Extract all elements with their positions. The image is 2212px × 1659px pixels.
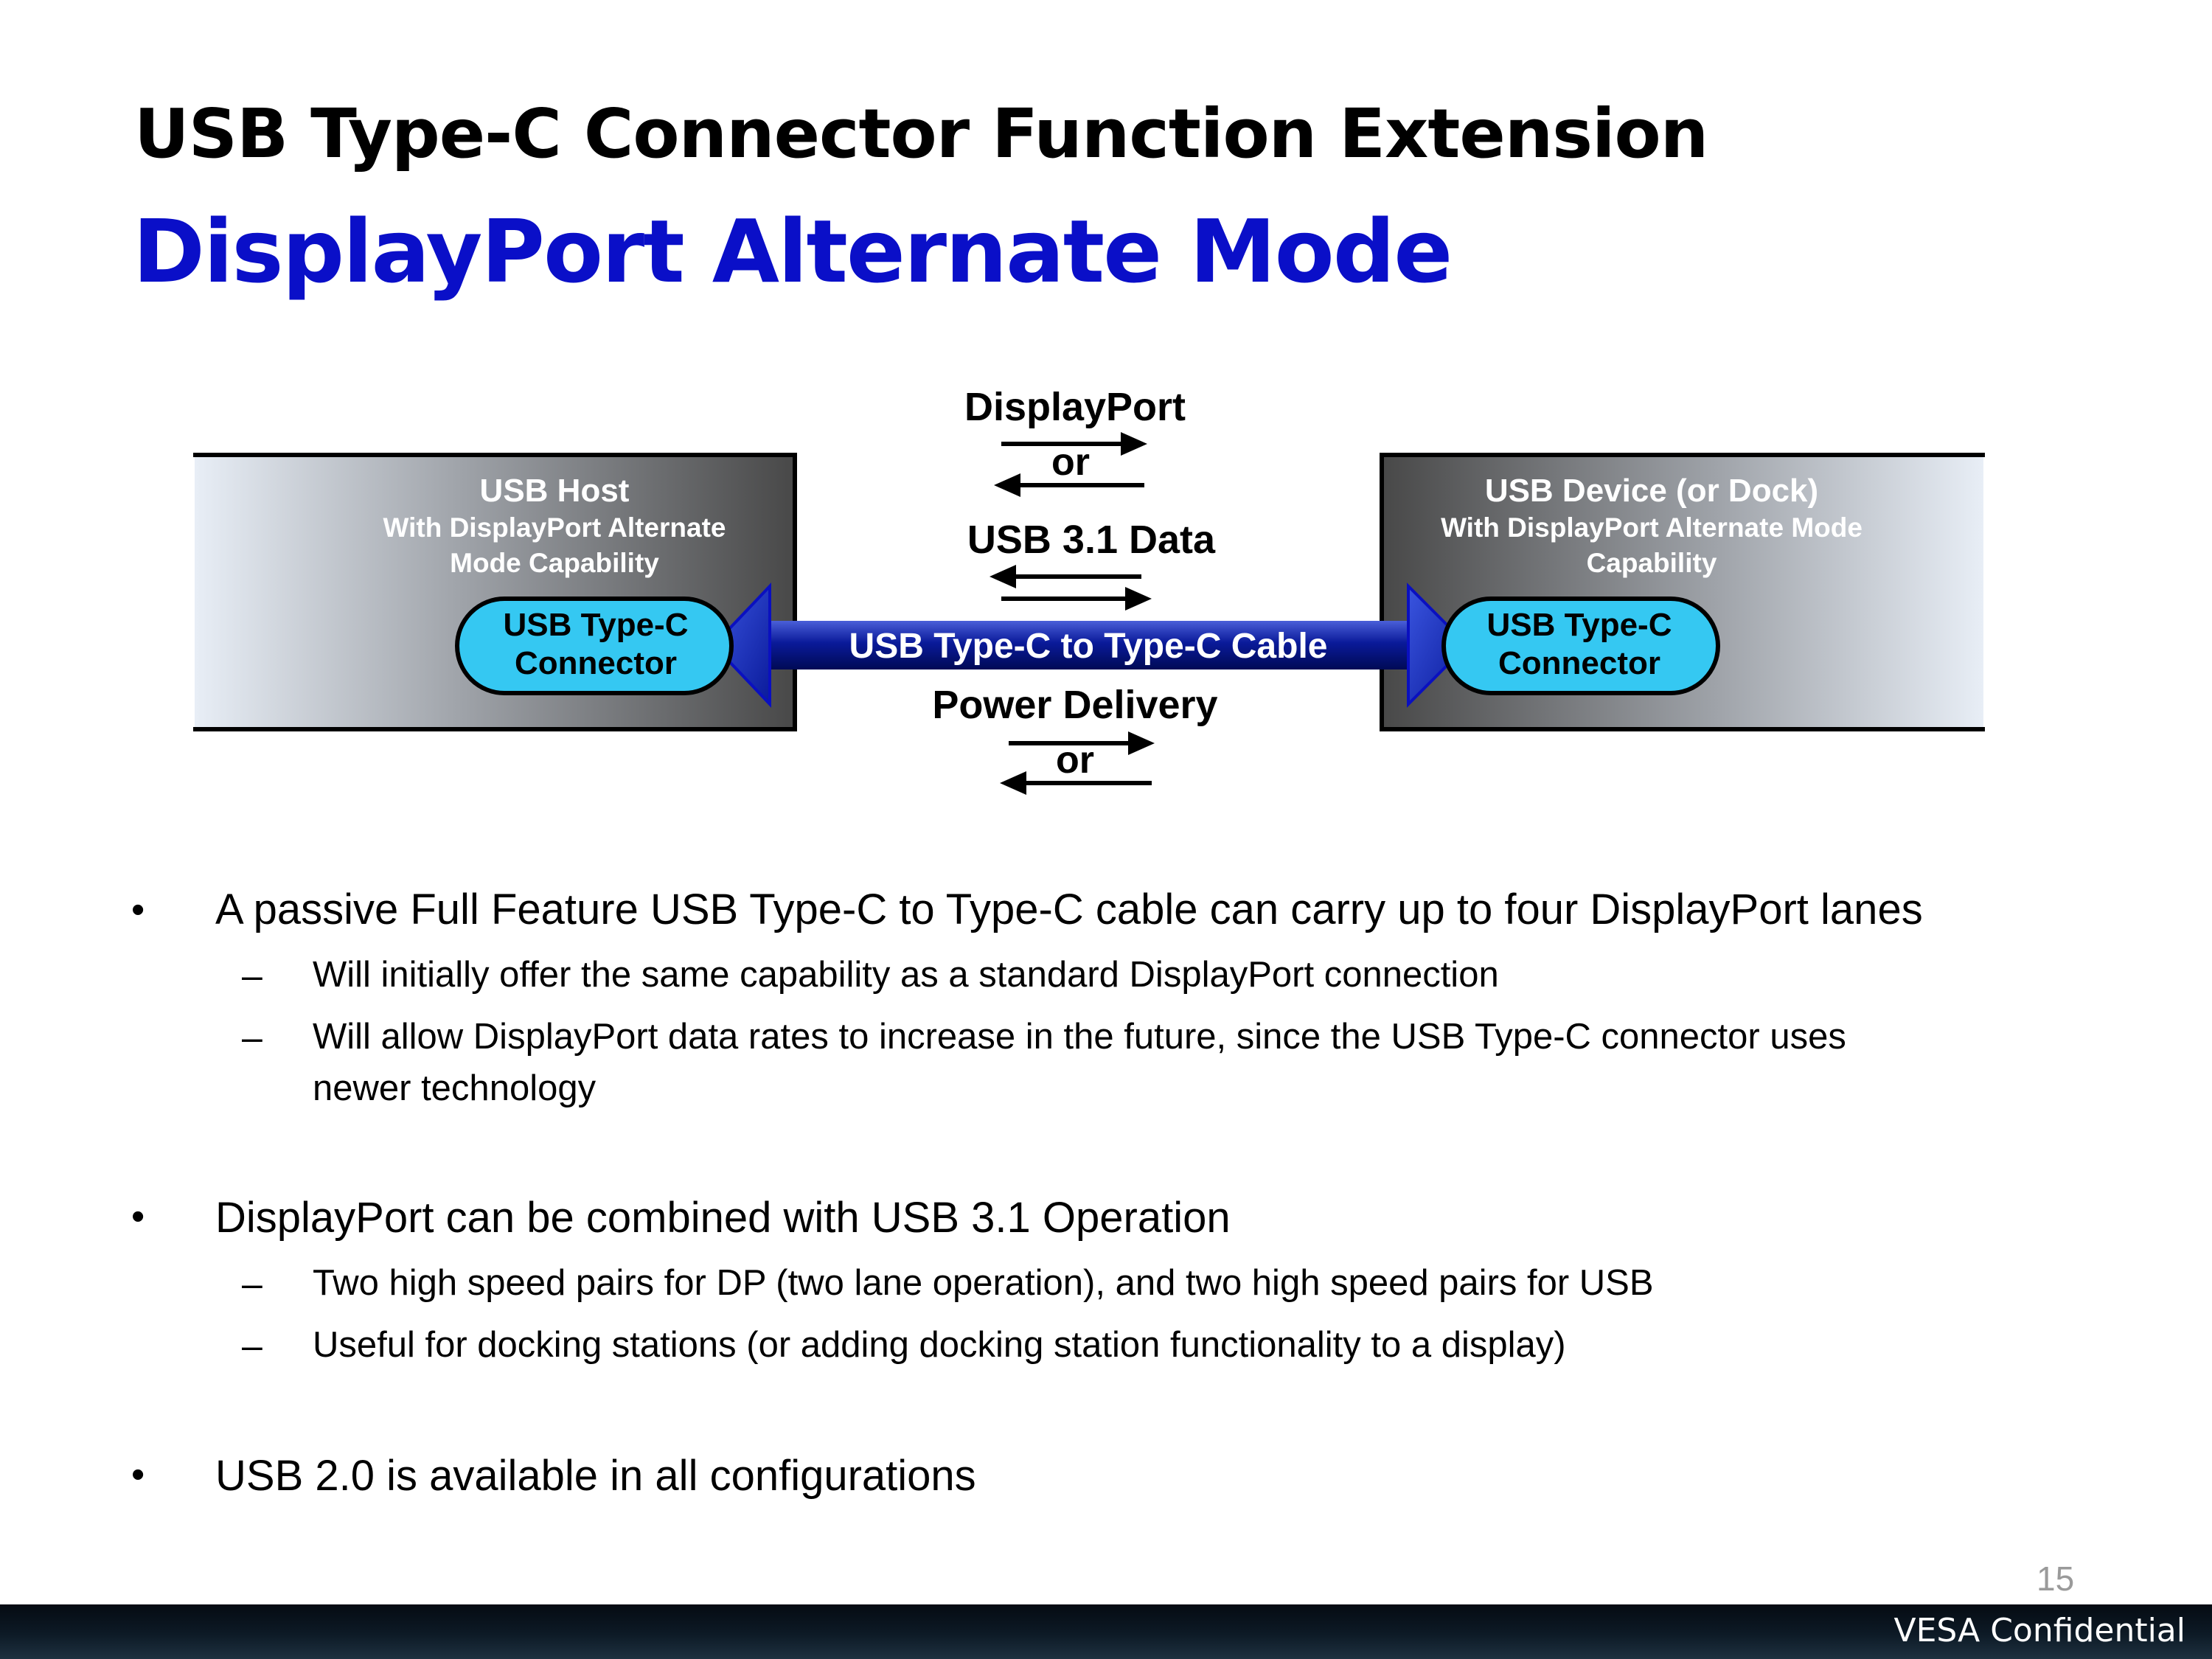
device-connector-line2: Connector — [1498, 645, 1660, 681]
cable-arrowhead-right — [1407, 582, 1470, 708]
host-connector-line1: USB Type-C — [504, 607, 689, 643]
cable-arrowhead-left — [712, 582, 771, 709]
cable-shaft — [767, 621, 1423, 669]
sub-bullet-marker: – — [242, 1325, 262, 1366]
page-number: 15 — [2037, 1559, 2075, 1598]
sub-bullet-marker: – — [242, 1263, 262, 1304]
cable-label: USB Type-C to Type-C Cable — [849, 627, 1328, 666]
usb31-arrows — [990, 565, 1152, 611]
usb31-label: USB 3.1 Data — [967, 518, 1216, 562]
host-connector — [455, 597, 734, 695]
bottom-or-label: or — [1056, 739, 1094, 782]
bullet-3-text: USB 2.0 is available in all configuratio… — [215, 1452, 976, 1500]
host-line2: Mode Capability — [450, 548, 659, 578]
host-connector-line2: Connector — [515, 645, 677, 681]
bullet-1-text: A passive Full Feature USB Type-C to Typ… — [215, 886, 1923, 933]
connection-diagram: USB Host With DisplayPort Alternate Mode… — [193, 385, 1985, 795]
device-connector — [1441, 597, 1720, 695]
top-or-label: or — [1051, 441, 1090, 484]
power-delivery-arrows — [1000, 731, 1155, 795]
footer-bar: VESA Confidential — [0, 1604, 2212, 1659]
device-title: USB Device (or Dock) — [1485, 473, 1818, 509]
bullet-marker: • — [131, 1195, 145, 1238]
device-line2: Capability — [1587, 548, 1717, 578]
bullet-2-sub-2: Useful for docking stations (or adding d… — [313, 1325, 1566, 1365]
bullet-marker: • — [131, 888, 145, 931]
footer-confidential-label: VESA Confidential — [1893, 1612, 2185, 1649]
sub-bullet-marker: – — [242, 955, 262, 996]
slide-subtitle: DisplayPort Alternate Mode — [133, 201, 1453, 302]
sub-bullet-marker: – — [242, 1017, 262, 1058]
bullet-marker: • — [131, 1453, 145, 1496]
bullet-1-sub-2: Will allow DisplayPort data rates to inc… — [313, 1017, 1846, 1057]
host-title: USB Host — [480, 473, 630, 509]
device-line1: With DisplayPort Alternate Mode — [1441, 512, 1863, 543]
slide-title: USB Type-C Connector Function Extension — [134, 94, 1708, 173]
bullet-1-sub-2-continued: newer technology — [313, 1068, 597, 1108]
bullet-1-sub-1: Will initially offer the same capability… — [313, 955, 1499, 995]
host-line1: With DisplayPort Alternate — [383, 512, 726, 543]
device-connector-line1: USB Type-C — [1487, 607, 1672, 643]
power-delivery-label: Power Delivery — [932, 683, 1217, 727]
displayport-arrows — [994, 432, 1147, 497]
bullet-2-text: DisplayPort can be combined with USB 3.1… — [215, 1194, 1231, 1242]
bullet-2-sub-1: Two high speed pairs for DP (two lane op… — [313, 1263, 1654, 1303]
displayport-label: DisplayPort — [964, 385, 1186, 429]
